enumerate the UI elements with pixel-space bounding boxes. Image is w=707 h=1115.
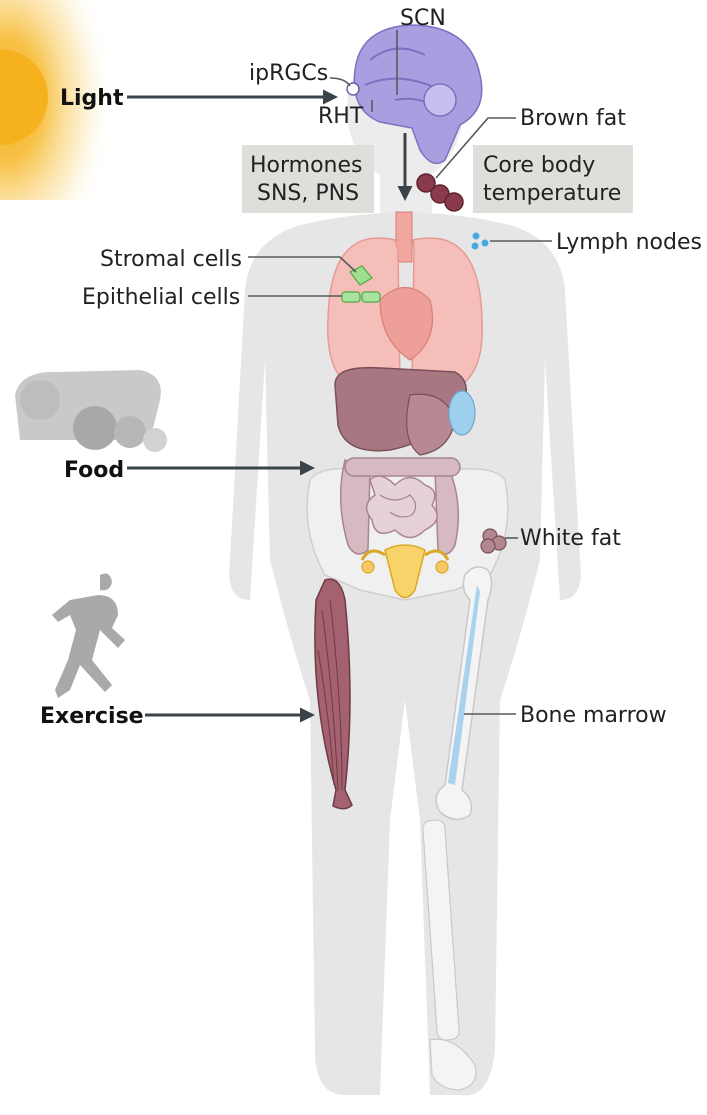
label-exercise: Exercise xyxy=(40,704,144,729)
label-lymph-nodes: Lymph nodes xyxy=(556,230,702,255)
label-scn: SCN xyxy=(400,6,446,31)
label-epithelial-cells: Epithelial cells xyxy=(82,285,240,310)
food-basket-icon xyxy=(15,370,167,452)
label-stromal-cells: Stromal cells xyxy=(100,247,242,272)
label-core-1: Core body xyxy=(483,153,595,178)
iprgcs-leader xyxy=(330,78,350,86)
label-bone-marrow: Bone marrow xyxy=(520,703,667,728)
label-light: Light xyxy=(60,86,124,111)
label-iprgcs: ipRGCs xyxy=(249,61,328,86)
label-white-fat: White fat xyxy=(520,526,621,551)
label-food: Food xyxy=(64,458,124,483)
label-brown-fat: Brown fat xyxy=(520,106,626,131)
runner-icon xyxy=(52,574,125,698)
label-core-2: temperature xyxy=(483,181,621,206)
label-hormones-1: Hormones xyxy=(250,153,363,178)
label-hormones-2: SNS, PNS xyxy=(257,181,359,206)
label-rht: RHT xyxy=(318,104,364,129)
